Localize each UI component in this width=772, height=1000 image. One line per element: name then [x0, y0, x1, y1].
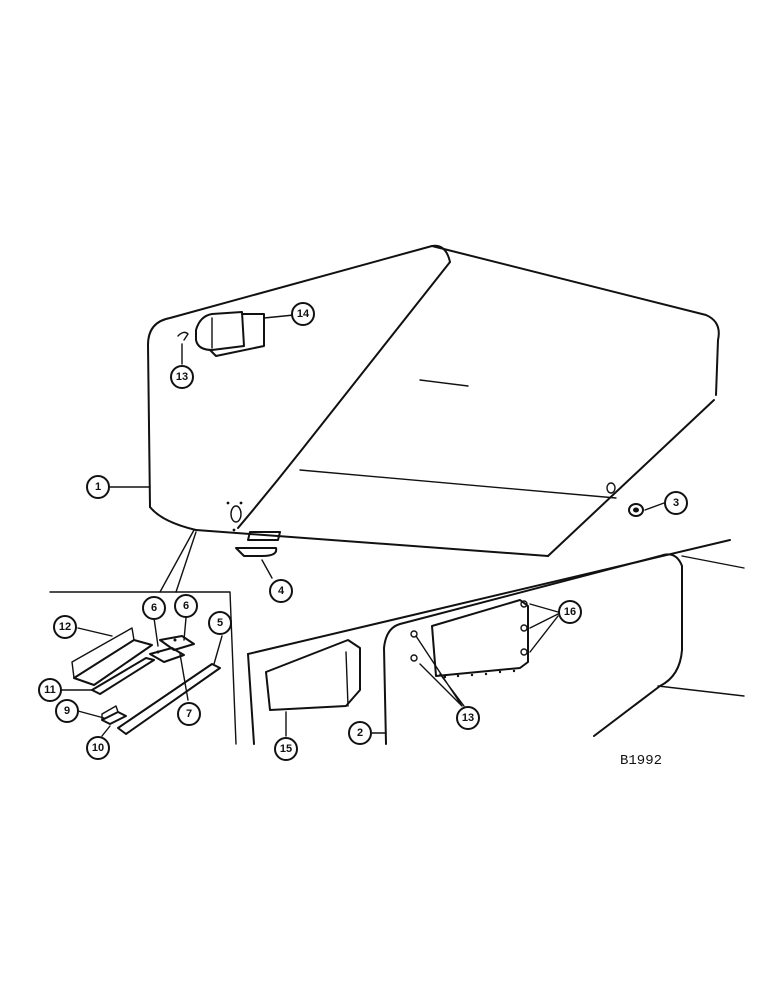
svg-text:3: 3	[673, 497, 679, 509]
svg-text:16: 16	[564, 606, 576, 618]
svg-text:13: 13	[176, 371, 188, 383]
callout-11: 11	[38, 678, 62, 702]
svg-text:7: 7	[186, 708, 192, 720]
svg-text:13: 13	[462, 712, 474, 724]
access-panel-part	[410, 599, 559, 707]
svg-text:1: 1	[95, 481, 101, 493]
callout-14: 14	[291, 302, 315, 326]
handle-part	[195, 311, 265, 357]
svg-text:6: 6	[151, 602, 157, 614]
clip-part	[177, 331, 189, 341]
callout-2: 2	[348, 721, 372, 745]
callout-1: 1	[86, 475, 110, 499]
svg-text:2: 2	[357, 727, 363, 739]
tank-shroud-part	[147, 244, 720, 557]
svg-text:4: 4	[278, 585, 285, 597]
svg-text:12: 12	[59, 621, 71, 633]
callout-6-left: 6	[142, 596, 166, 620]
bracket-part	[235, 531, 281, 557]
side-panel-part	[247, 539, 745, 745]
callout-12: 12	[53, 615, 77, 639]
svg-text:15: 15	[280, 743, 292, 755]
cover-plate-part	[265, 639, 361, 737]
svg-text:10: 10	[92, 742, 104, 754]
svg-text:6: 6	[183, 600, 189, 612]
callout-6-right: 6	[174, 594, 198, 618]
nut-part	[628, 503, 644, 517]
callout-10: 10	[86, 736, 110, 760]
callout-16: 16	[558, 600, 582, 624]
svg-text:14: 14	[297, 308, 310, 320]
drain-opening	[226, 501, 243, 532]
callout-9: 9	[55, 699, 79, 723]
callout-3: 3	[664, 491, 688, 515]
figure-id: B1992	[620, 753, 662, 769]
leader-lines	[109, 313, 665, 593]
callout-5: 5	[208, 611, 232, 635]
svg-text:9: 9	[64, 705, 70, 717]
svg-text:5: 5	[217, 617, 223, 629]
callout-4: 4	[269, 579, 293, 603]
callout-13-top: 13	[170, 365, 194, 389]
callout-7: 7	[177, 702, 201, 726]
callout-13-bottom: 13	[456, 706, 480, 730]
hardware-inset	[49, 591, 237, 745]
callout-15: 15	[274, 737, 298, 761]
svg-text:11: 11	[44, 684, 56, 696]
